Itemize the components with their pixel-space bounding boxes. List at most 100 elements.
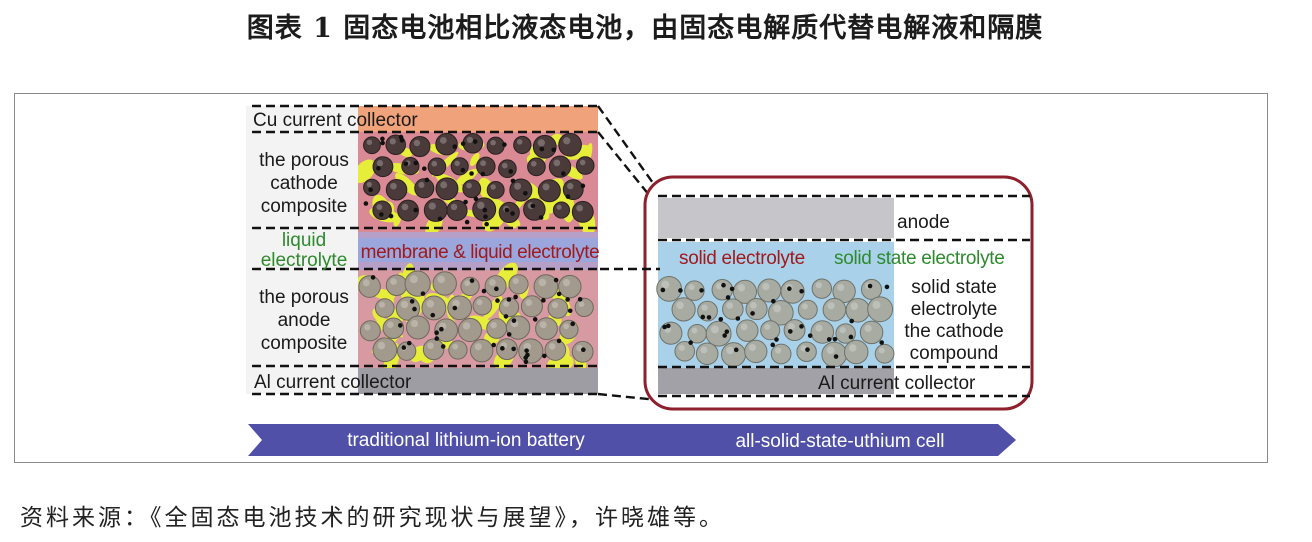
particle-highlight [489,279,496,286]
lithium-dot [561,171,566,176]
lithium-dot [363,201,369,206]
cathode-compound-label-line-1: solid state [911,277,997,298]
particle-highlight [466,182,472,189]
particle-highlight [553,159,561,167]
lithium-dot [513,294,518,300]
particle [575,156,595,175]
lithium-dot [699,288,704,293]
particle [422,338,445,361]
lithium-dot [376,165,381,171]
particle-highlight [678,344,685,351]
particle [552,201,571,219]
particle-highlight [450,203,458,211]
solid-state-cell-stack: anode solid electrolyte solid state elec… [600,175,1034,411]
particle-highlight [378,301,385,308]
particle-highlight [539,321,547,329]
solid-state-electrolyte-label: solid state electrolyte [834,248,1005,269]
al-collector-layer-left [358,368,598,394]
lithium-dot [541,298,546,303]
figure-title: 图表 1 固态电池相比液态电池，由固态电解质代替电解液和隔膜 [246,13,1044,44]
particle [486,136,505,155]
lithium-dot [551,147,557,153]
particle [695,342,719,366]
particle-highlight [576,204,583,212]
particle [860,278,883,300]
particle [372,200,392,221]
particle [423,198,448,222]
particle [867,296,894,323]
particle [447,295,473,321]
lithium-dot [771,298,776,304]
particle [508,274,529,295]
lithium-dot [469,171,474,176]
particle-highlight [850,302,859,310]
membrane-label: membrane & liquid electrolyte [361,242,600,263]
particle-highlight [427,342,434,350]
left-label-column [246,106,358,394]
particle [705,320,732,347]
lithium-dot [799,288,804,294]
lithium-dot [530,203,536,209]
lithium-dot [523,355,529,360]
particle [844,339,869,365]
particle [770,343,792,365]
lithium-dot [538,215,544,220]
lithium-dot [508,169,514,174]
electrolyte-blob [395,173,419,196]
particle-highlight [413,139,421,147]
particle-highlight [538,278,547,287]
particle [382,317,405,340]
particle-highlight [400,300,409,309]
particle-highlight [503,300,510,307]
particle [498,159,517,179]
particle [684,280,705,301]
lithium-dot [452,305,458,311]
particle-highlight [548,343,556,350]
particle [397,199,419,222]
particle-highlight [418,181,425,189]
lithium-dot [439,326,444,332]
lithium-dot [460,167,466,173]
liquid-label-line-1: liquid [282,230,326,251]
lithium-dot [532,317,538,322]
particle-highlight [512,277,519,285]
particle-highlight [437,275,445,284]
lithium-dot [848,334,854,340]
anode-label-line-1: the porous [259,287,349,308]
particle [822,297,847,322]
particle [509,178,533,202]
particle [414,178,435,199]
cathode-particles [363,132,595,227]
particle [359,320,381,342]
cu-collector-label: Cu current collector [253,110,418,131]
particle [435,132,458,156]
lithium-dot [805,347,810,352]
cathode-compound-label-line-4: compound [910,343,999,364]
cathode-label-line-3: composite [261,196,348,217]
particle-highlight [837,283,845,292]
particle-highlight [439,136,447,144]
source-note: 资料来源：《全固态电池技术的研究现状与展望》，许晓雄等。 [20,505,725,531]
particle [859,320,884,345]
lithium-dot [799,324,804,329]
lithium-dot [580,183,586,189]
lithium-dot [511,346,516,352]
particle-highlight [726,346,734,355]
lithium-dot [472,139,478,144]
particle-highlight [362,279,370,287]
particle [797,299,818,320]
particle [450,157,469,176]
particle-highlight [376,160,384,167]
cu-collector-layer [358,106,598,132]
particle [674,340,696,362]
particle [780,279,805,304]
particle-highlight [764,323,771,330]
particle [768,299,794,326]
particle [446,199,468,221]
lithium-dot [826,337,832,342]
lithium-dot [565,297,570,302]
particle-highlight [490,321,497,329]
liquid-label-line-2: electrolyte [261,250,348,271]
lithium-dot [788,329,793,334]
